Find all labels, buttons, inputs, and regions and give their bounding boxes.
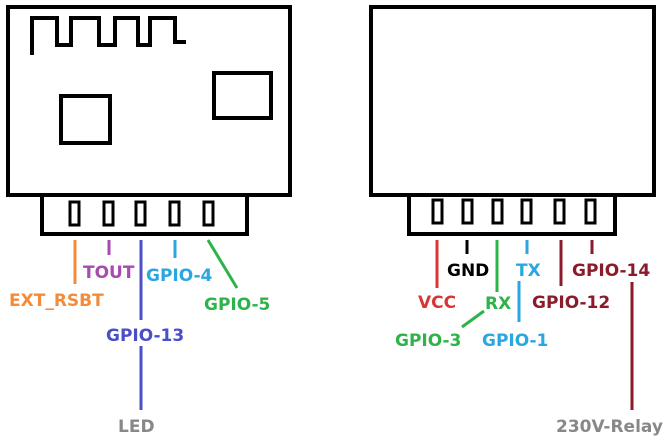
label-gpio13: GPIO-13: [106, 326, 184, 346]
left-module: EXT_RSBT TOUT GPIO-4 GPIO-5 GPIO-13 LED: [6, 5, 292, 437]
label-gpio14: GPIO-14: [572, 261, 650, 281]
chip-square: [59, 94, 112, 145]
right-pin-6: [584, 198, 597, 225]
right-header: [407, 193, 617, 236]
left-pin-1: [68, 200, 81, 227]
wire-gpio5: [206, 239, 239, 289]
chip-square-small: [212, 71, 273, 120]
label-gnd: GND: [447, 261, 489, 281]
left-header: [40, 193, 249, 236]
antenna-trace: [30, 16, 186, 55]
wire-gpio3: [461, 309, 485, 329]
right-module: VCC GND RX GPIO-3 TX GPIO-1 GPIO-12 GPIO…: [369, 5, 663, 437]
left-pin-3: [134, 200, 147, 227]
left-pin-5: [202, 200, 215, 227]
label-vcc: VCC: [418, 293, 456, 313]
right-module-board: [369, 5, 656, 197]
label-tx: TX: [516, 261, 541, 281]
left-pin-4: [168, 200, 181, 227]
label-relay: 230V-Relay: [556, 417, 663, 437]
label-gpio4: GPIO-4: [146, 266, 213, 286]
right-pin-4: [520, 198, 533, 225]
label-ext-rsbt: EXT_RSBT: [9, 291, 104, 311]
label-gpio12: GPIO-12: [532, 293, 610, 313]
right-pin-2: [461, 198, 474, 225]
label-tout: TOUT: [83, 263, 135, 283]
label-rx: RX: [485, 294, 511, 314]
right-pin-5: [553, 198, 566, 225]
label-gpio5: GPIO-5: [204, 295, 270, 315]
right-pin-1: [431, 198, 444, 225]
label-led: LED: [118, 417, 155, 437]
right-pin-3: [491, 198, 504, 225]
label-gpio1: GPIO-1: [482, 331, 548, 351]
label-gpio3: GPIO-3: [395, 331, 461, 351]
left-pin-2: [102, 200, 115, 227]
